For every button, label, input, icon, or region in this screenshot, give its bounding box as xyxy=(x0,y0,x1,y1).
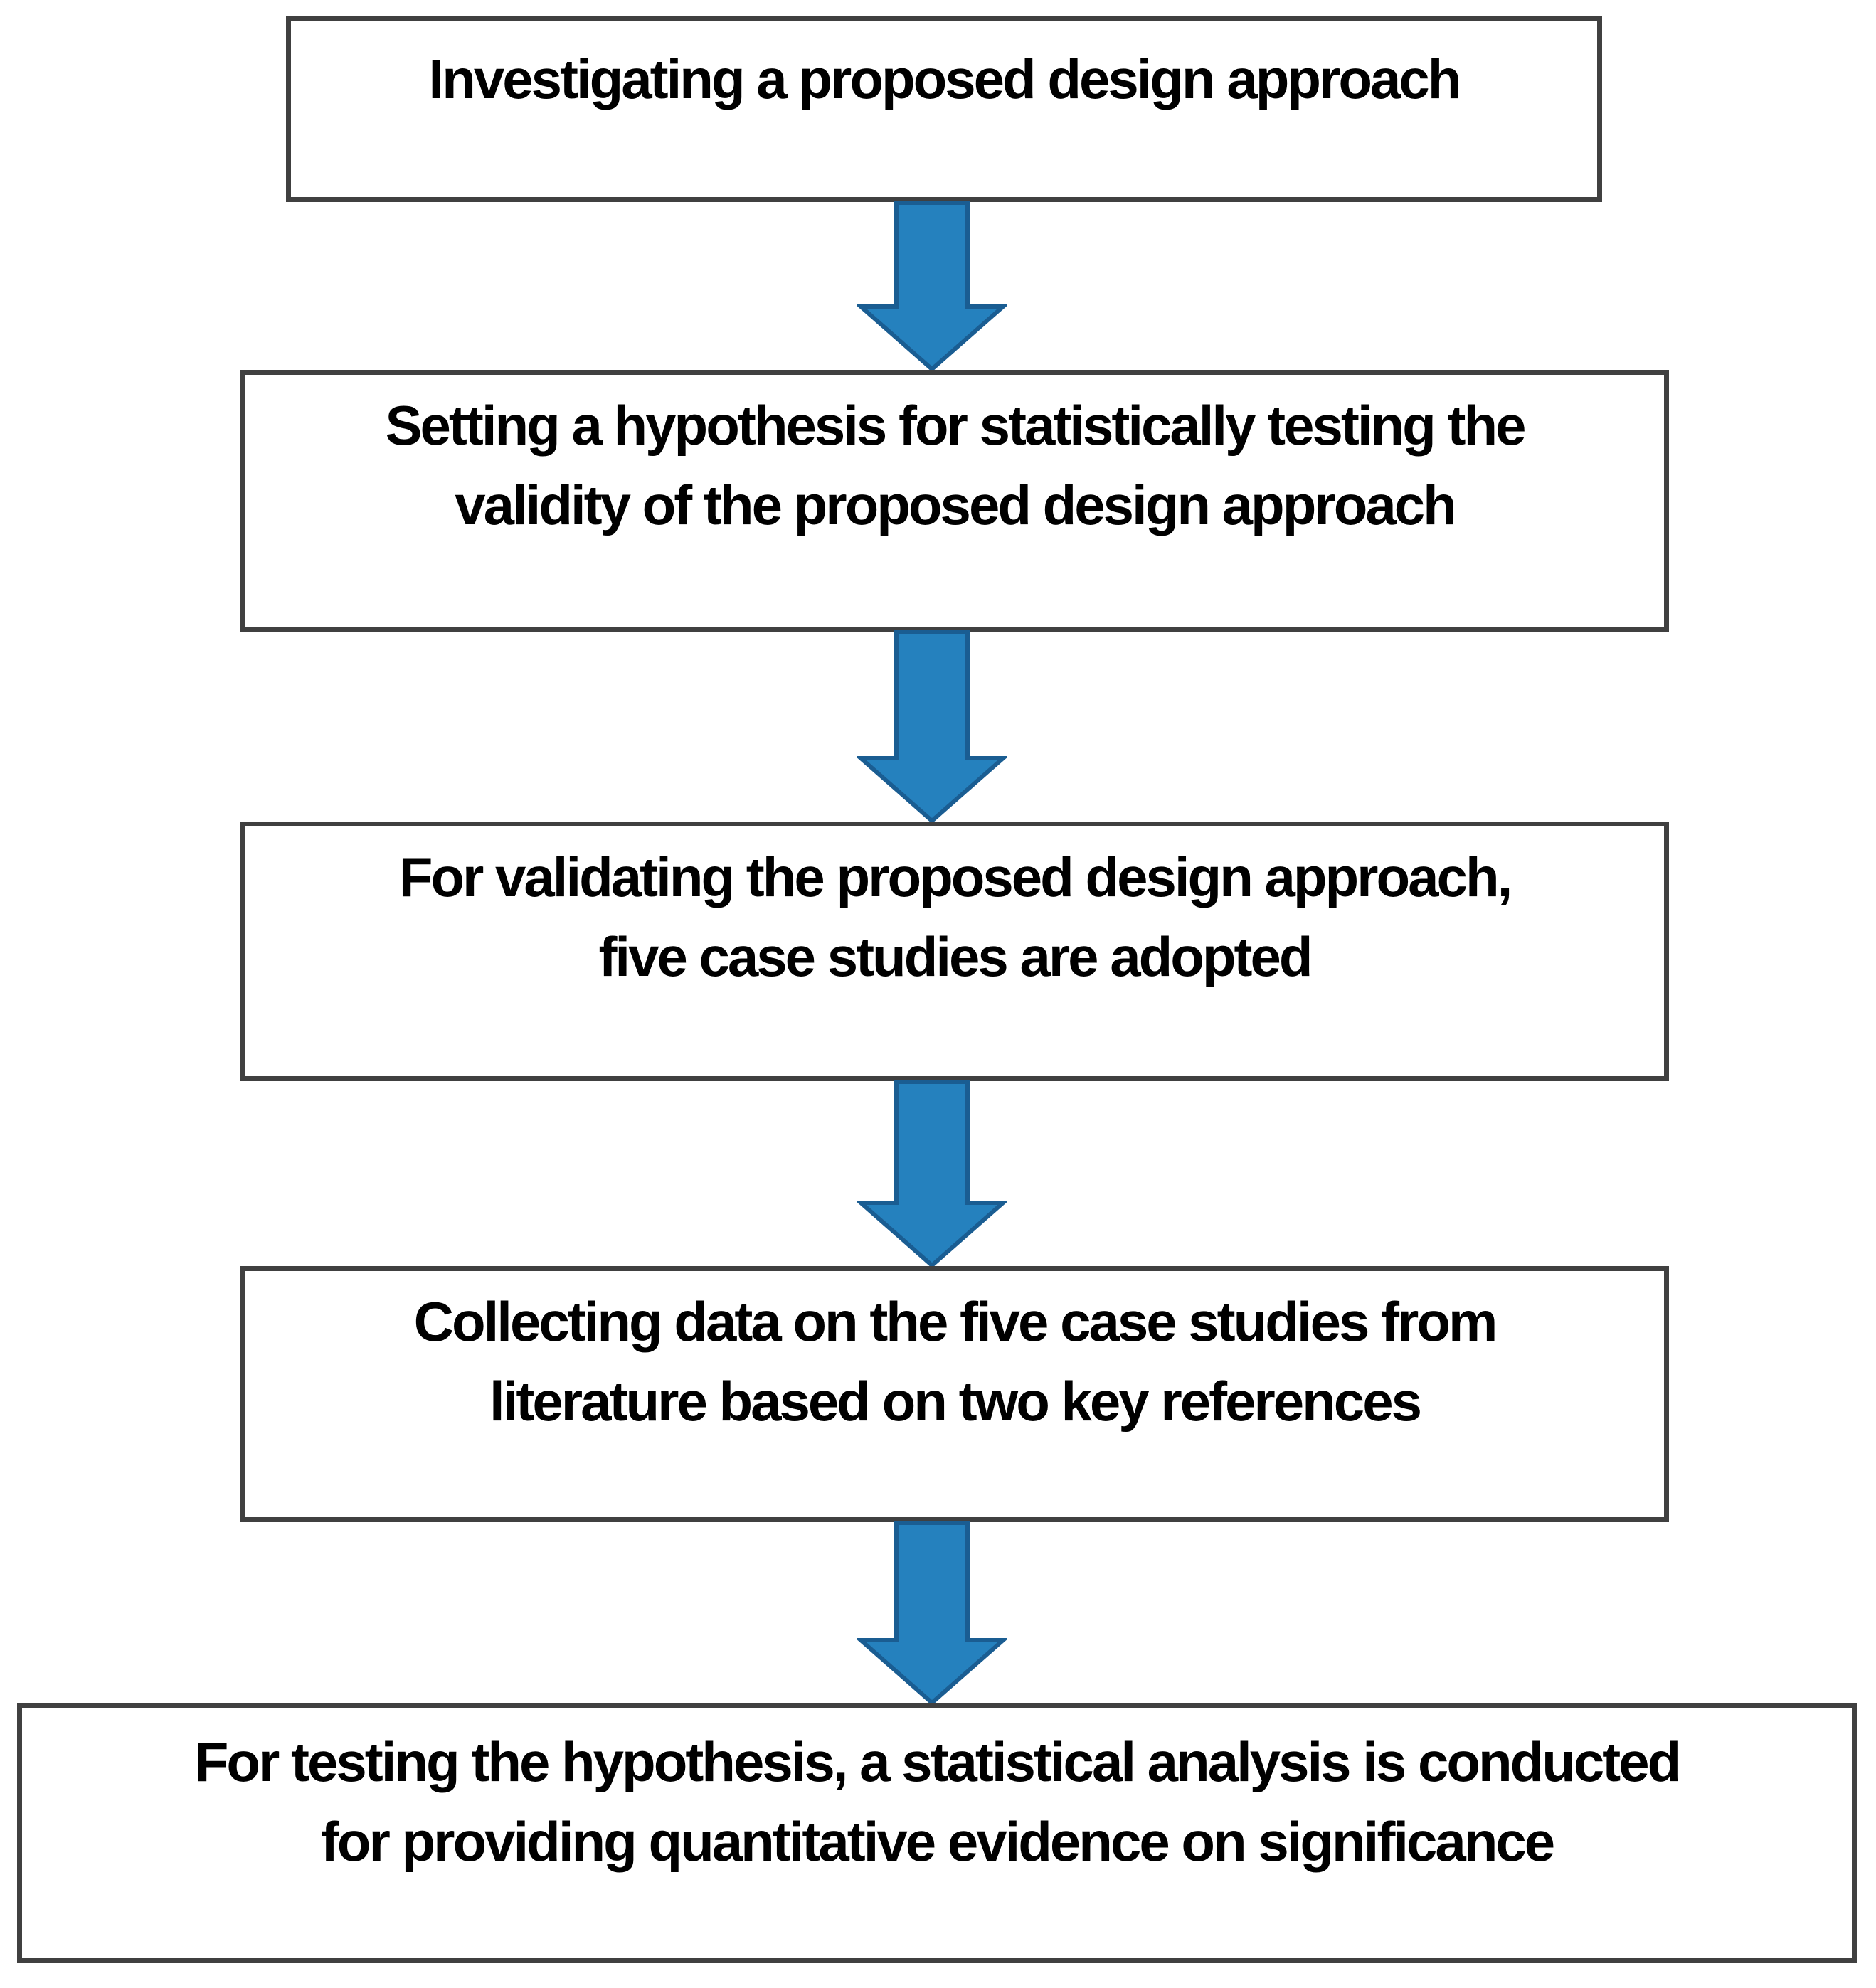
step-2-text-line-1: Setting a hypothesis for statistically t… xyxy=(385,394,1526,457)
step-box-4: Collecting data on the five case studies… xyxy=(240,1266,1669,1522)
down-arrow-icon xyxy=(857,1521,1007,1706)
step-3-text-line-1: For validating the proposed design appro… xyxy=(398,846,1513,908)
down-arrow-icon xyxy=(857,1080,1007,1268)
down-arrow-icon xyxy=(857,201,1007,372)
step-5-text-line-2: for providing quantitative evidence on s… xyxy=(320,1810,1555,1873)
step-box-3: For validating the proposed design appro… xyxy=(240,822,1669,1081)
down-arrow-icon xyxy=(857,630,1007,824)
step-4-text-line-2: literature based on two key references xyxy=(489,1370,1422,1432)
step-5-text-line-1: For testing the hypothesis, a statistica… xyxy=(194,1731,1682,1793)
step-4-text-line-1: Collecting data on the five case studies… xyxy=(413,1290,1498,1353)
step-2-text-line-2: validity of the proposed design approach xyxy=(455,474,1457,536)
step-box-1: Investigating a proposed design approach xyxy=(286,16,1602,202)
step-3-text-line-2: five case studies are adopted xyxy=(598,925,1313,988)
step-1-text: Investigating a proposed design approach xyxy=(428,48,1462,110)
step-box-2: Setting a hypothesis for statistically t… xyxy=(240,370,1669,632)
step-box-5: For testing the hypothesis, a statistica… xyxy=(17,1703,1857,1963)
